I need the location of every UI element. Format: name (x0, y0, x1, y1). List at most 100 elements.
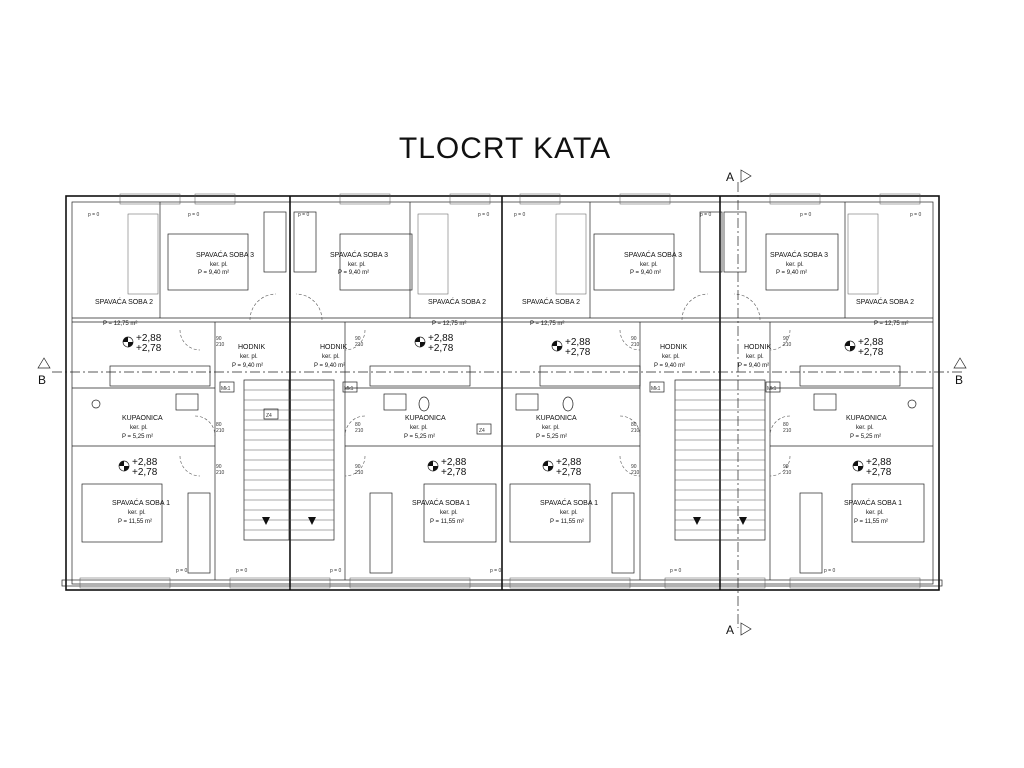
window-labels: p = 0 p = 0 p = 0 p = 0 p = 0 p = 0 p = … (88, 212, 921, 574)
svg-text:210: 210 (631, 470, 640, 476)
level-lower: +2,78 (565, 347, 591, 358)
level-upper: +2,88 (441, 457, 467, 468)
floor-finish: ker. pl. (130, 425, 148, 431)
room-name: SPAVAĆA SOBA 2 (522, 297, 580, 306)
level-lower: +2,78 (428, 343, 454, 354)
level-symbol-fill (119, 461, 129, 471)
interior-walls (72, 202, 933, 580)
stair-code: Z4 (479, 428, 485, 434)
bathroom-fixtures (91, 393, 917, 412)
codes: Mk1 Mk1 Mk1 Mk1 Z4 Z4 (219, 381, 781, 435)
room-area: P = 9,40 m² (654, 363, 685, 369)
svg-text:p = 0: p = 0 (800, 212, 811, 218)
level-lower: +2,78 (132, 467, 158, 478)
unit-2: SPAVAĆA SOBA 3 ker. pl. P = 9,40 m² SPAV… (314, 250, 486, 525)
room-name: SPAVAĆA SOBA 2 (428, 297, 486, 306)
mk-code: Mk1 (344, 386, 354, 392)
svg-text:80: 80 (631, 422, 637, 428)
level-lower: +2,78 (866, 467, 892, 478)
room-area: P = 9,40 m² (776, 270, 807, 276)
level-markers: +2,88+2,78+2,88+2,78+2,88+2,78+2,88+2,78… (118, 333, 892, 478)
floor-finish: ker. pl. (542, 425, 560, 431)
svg-text:80: 80 (783, 422, 789, 428)
room-area: P = 9,40 m² (630, 270, 661, 276)
svg-text:210: 210 (783, 342, 792, 348)
room-area: P = 9,40 m² (738, 363, 769, 369)
svg-text:210: 210 (355, 428, 364, 434)
room-name: SPAVAĆA SOBA 1 (844, 498, 902, 507)
room-area: P = 5,25 m² (850, 434, 881, 440)
svg-text:210: 210 (783, 428, 792, 434)
svg-text:210: 210 (355, 342, 364, 348)
section-marker-b-right: B (953, 357, 967, 387)
room-area: P = 11,55 m² (550, 519, 584, 525)
floor-finish: ker. pl. (560, 510, 578, 516)
room-area: P = 11,55 m² (118, 519, 152, 525)
section-marker-a-top: A (726, 169, 752, 184)
svg-text:90: 90 (783, 336, 789, 342)
svg-text:90: 90 (216, 464, 222, 470)
floor-finish: ker. pl. (662, 354, 680, 360)
staircase-left (243, 379, 335, 541)
floor-finish: ker. pl. (410, 425, 428, 431)
svg-text:90: 90 (631, 464, 637, 470)
svg-text:p = 0: p = 0 (298, 212, 309, 218)
unit-1: SPAVAĆA SOBA 3 ker. pl. P = 9,40 m² SPAV… (95, 250, 266, 525)
unit-4: SPAVAĆA SOBA 3 ker. pl. P = 9,40 m² SPAV… (738, 250, 914, 525)
svg-text:90: 90 (631, 336, 637, 342)
svg-text:210: 210 (216, 342, 225, 348)
room-area: P = 9,40 m² (198, 270, 229, 276)
page-title: TLOCRT KATA (398, 132, 612, 165)
level-lower: +2,78 (136, 343, 162, 354)
mk-code: Mk1 (767, 386, 777, 392)
floor-finish: ker. pl. (128, 510, 146, 516)
room-name: HODNIK (660, 344, 688, 351)
room-area: P = 9,40 m² (232, 363, 263, 369)
room-name: HODNIK (744, 344, 772, 351)
svg-text:90: 90 (216, 336, 222, 342)
mk-code: Mk1 (221, 386, 231, 392)
room-name: KUPAONICA (122, 415, 163, 422)
room-area: P = 12,75 m² (432, 321, 466, 327)
bottom-windows (79, 577, 921, 589)
door-dimensions: 90 210 90 210 90 210 90 210 80 210 80 21… (216, 336, 792, 476)
level-symbol-fill (543, 461, 553, 471)
level-upper: +2,88 (858, 337, 884, 348)
svg-text:p = 0: p = 0 (670, 568, 681, 574)
room-area: P = 11,55 m² (430, 519, 464, 525)
floor-finish: ker. pl. (322, 354, 340, 360)
floor-finish: ker. pl. (866, 510, 884, 516)
mk-code: Mk1 (651, 386, 661, 392)
staircase-right (674, 379, 766, 541)
svg-text:p = 0: p = 0 (88, 212, 99, 218)
level-symbol-fill (853, 461, 863, 471)
floor-finish: ker. pl. (856, 425, 874, 431)
svg-text:80: 80 (355, 422, 361, 428)
room-name: SPAVAĆA SOBA 3 (330, 250, 388, 259)
floor-finish: ker. pl. (210, 262, 228, 268)
svg-text:210: 210 (631, 428, 640, 434)
svg-text:A: A (726, 623, 734, 637)
svg-text:210: 210 (783, 470, 792, 476)
room-area: P = 9,40 m² (338, 270, 369, 276)
section-marker-b-left: B (37, 357, 51, 387)
room-area: P = 12,75 m² (530, 321, 564, 327)
svg-text:p = 0: p = 0 (188, 212, 199, 218)
svg-text:p = 0: p = 0 (490, 568, 501, 574)
level-upper: +2,88 (428, 333, 454, 344)
room-name: KUPAONICA (405, 415, 446, 422)
level-upper: +2,88 (565, 337, 591, 348)
room-area: P = 5,25 m² (536, 434, 567, 440)
svg-text:90: 90 (783, 464, 789, 470)
room-area: P = 12,75 m² (874, 321, 908, 327)
room-name: SPAVAĆA SOBA 3 (196, 250, 254, 259)
svg-text:B: B (38, 373, 46, 387)
room-name: KUPAONICA (536, 415, 577, 422)
room-name: SPAVAĆA SOBA 3 (624, 250, 682, 259)
svg-text:90: 90 (355, 336, 361, 342)
room-area: P = 9,40 m² (314, 363, 345, 369)
floor-finish: ker. pl. (348, 262, 366, 268)
svg-text:210: 210 (216, 470, 225, 476)
section-marker-a-bottom: A (726, 622, 752, 637)
